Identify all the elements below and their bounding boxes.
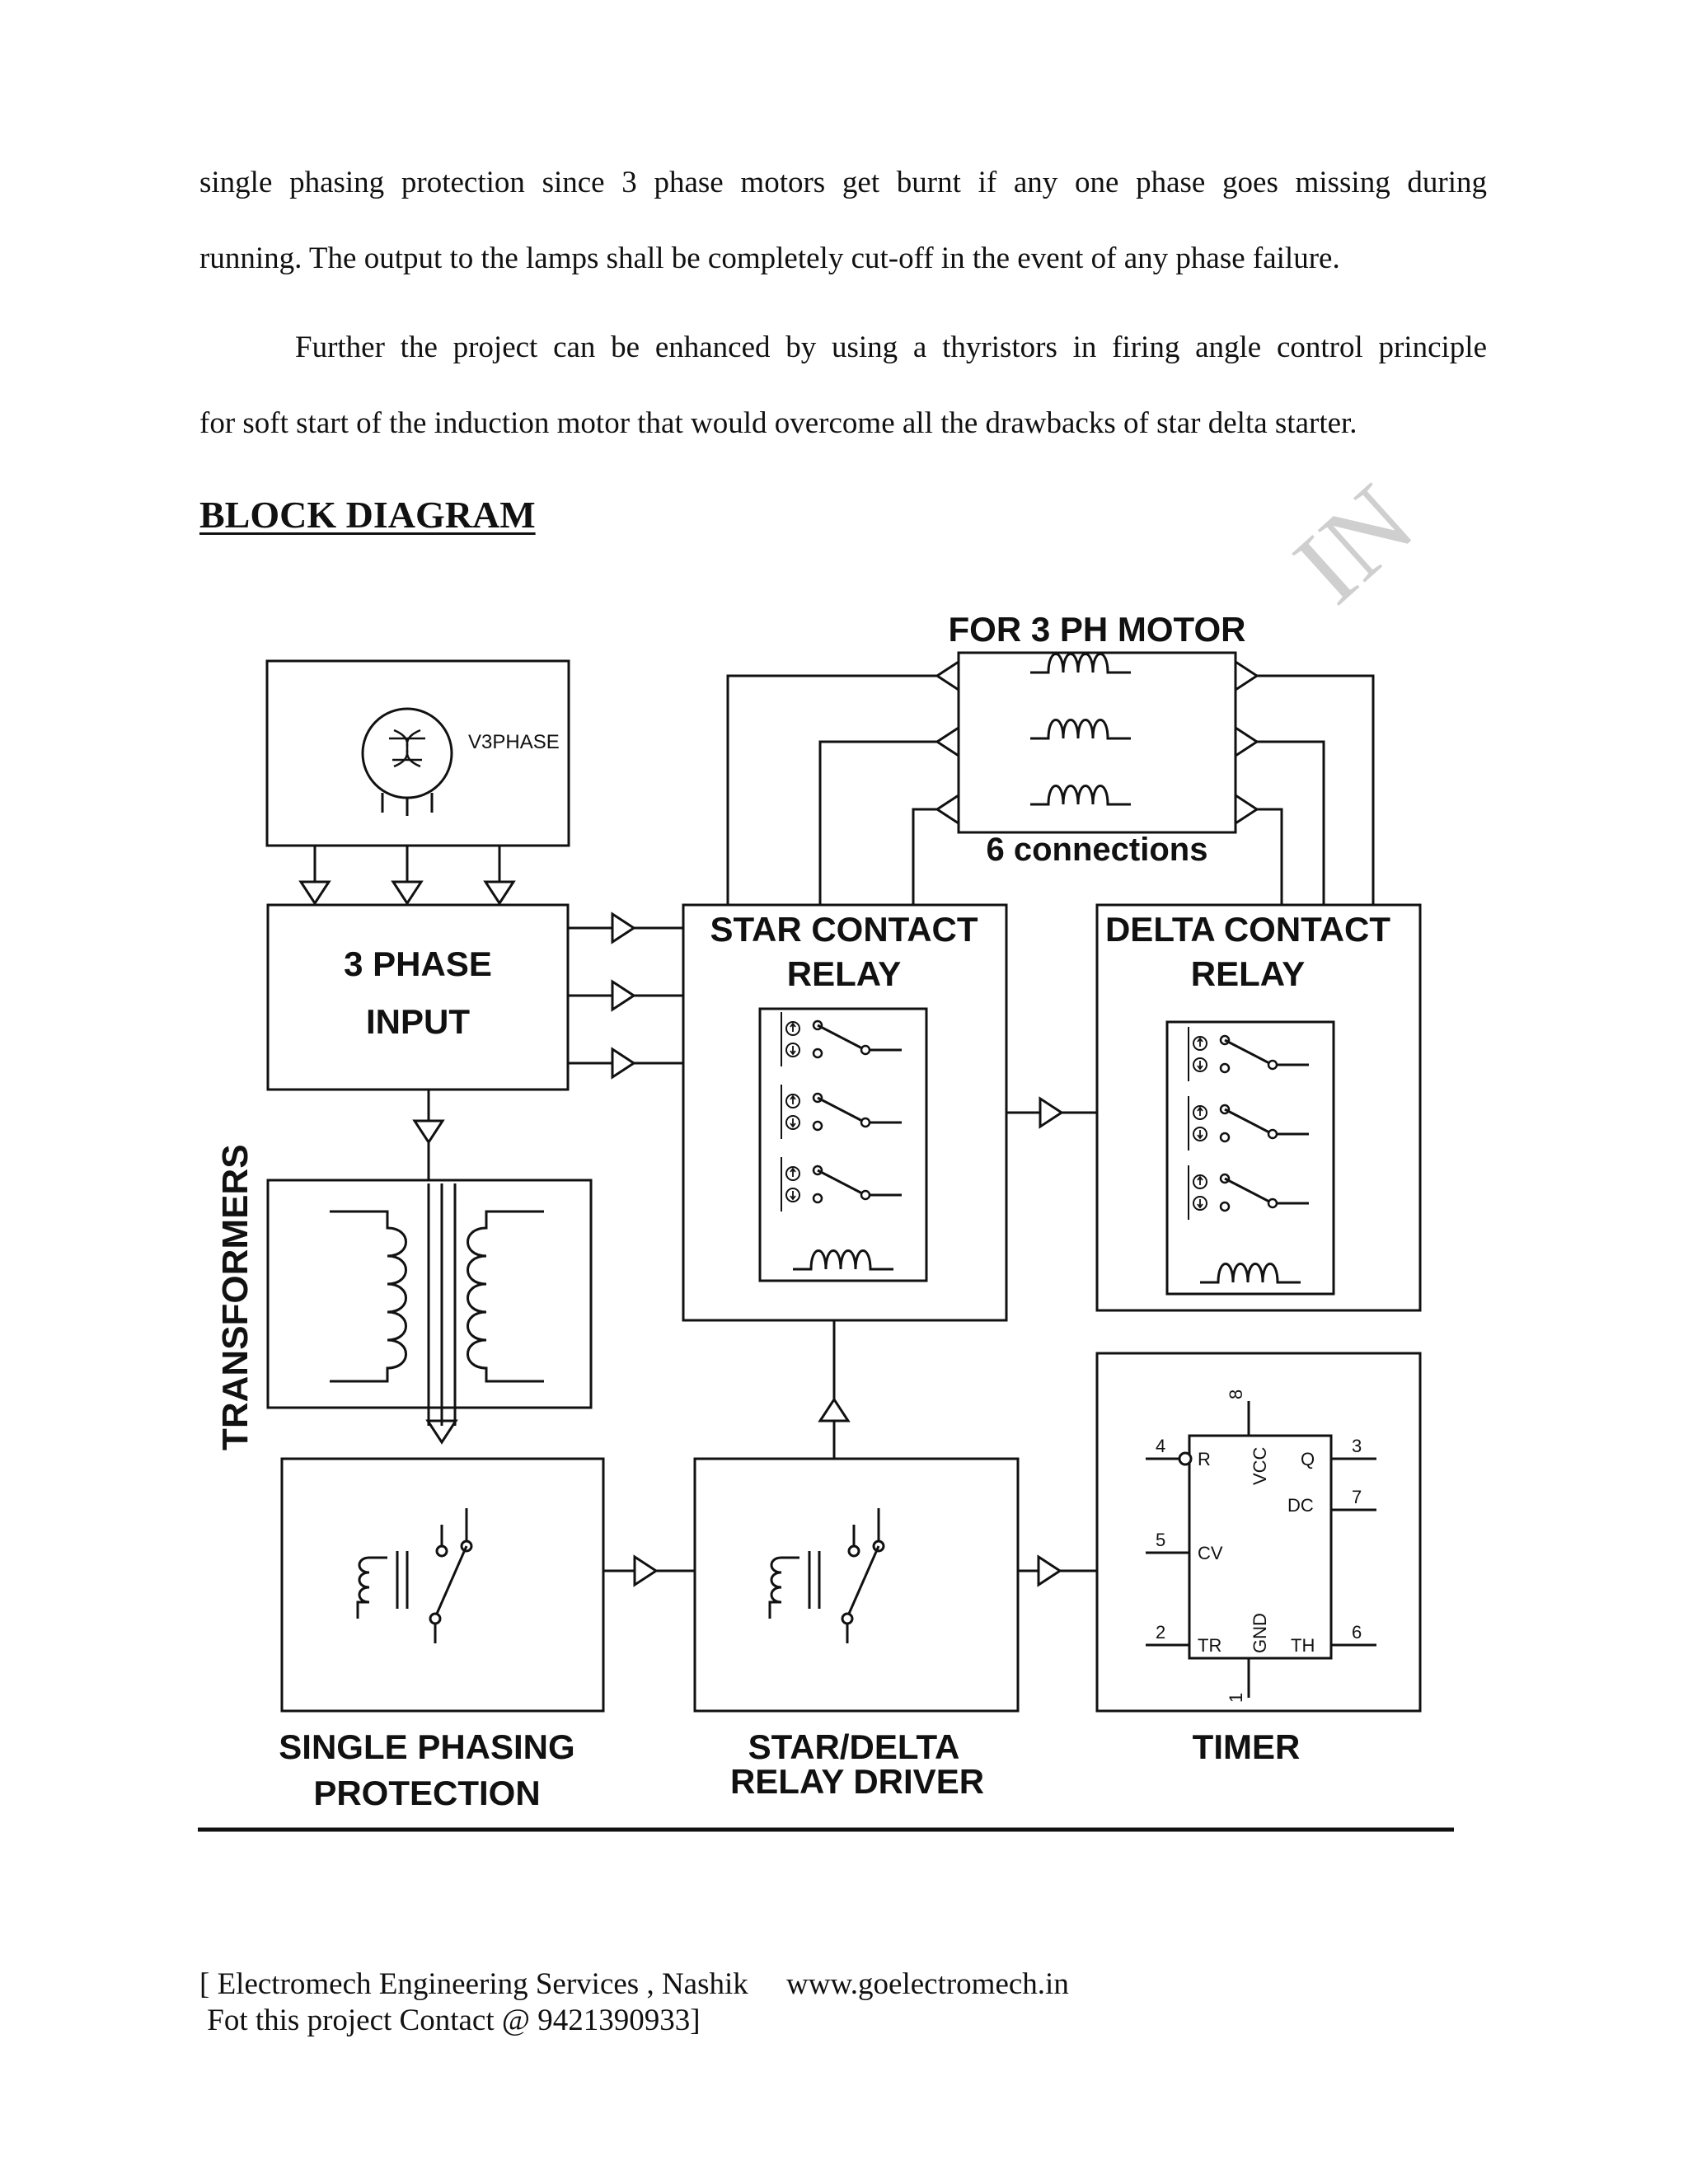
spp-label-line2: PROTECTION [313, 1774, 540, 1812]
input-label-line1: 3 PHASE [344, 944, 492, 983]
relay-driver-relay-icon [768, 1507, 885, 1645]
star-relay-switch-1 [780, 1010, 903, 1068]
star-relay-label-line2: RELAY [787, 954, 902, 993]
motor-windings-icon [1029, 653, 1132, 806]
three-phase-input-box [266, 903, 570, 1091]
timer-pin-num-7: 7 [1352, 1487, 1362, 1507]
timer-pin-cv: CV [1198, 1543, 1223, 1563]
star-relay-switch-2 [780, 1083, 903, 1141]
timer-pin-num-4: 4 [1156, 1436, 1165, 1456]
timer-label: TIMER [1193, 1727, 1301, 1766]
timer-pin-num-6: 6 [1352, 1622, 1362, 1643]
driver-label-line1: STAR/DELTA [748, 1727, 960, 1766]
timer-pin-q: Q [1301, 1449, 1315, 1469]
source-box [265, 659, 570, 847]
timer-box [1095, 1352, 1422, 1713]
timer-pin-th: TH [1291, 1635, 1315, 1656]
motor-subtitle: 6 connections [987, 832, 1208, 868]
delta-relay-label-line1: DELTA CONTACT [1105, 910, 1390, 949]
star-relay-label-line1: STAR CONTACT [710, 910, 978, 949]
motor-title: FOR 3 PH MOTOR [949, 610, 1246, 649]
timer-pin-vcc: VCC [1250, 1446, 1270, 1485]
single-phasing-relay-icon [356, 1507, 473, 1645]
driver-label-line2: RELAY DRIVER [730, 1762, 984, 1801]
paragraph-line-2: running. The output to the lamps shall b… [199, 241, 1340, 275]
timer-pin-num-8: 8 [1226, 1390, 1246, 1399]
spp-label-line1: SINGLE PHASING [279, 1727, 574, 1766]
timer-ic-icon [1188, 1434, 1333, 1660]
footer-line-2: Fot this project Contact @ 9421390933] [199, 2004, 701, 2037]
timer-pin-num-1: 1 [1226, 1693, 1246, 1703]
delta-relay-switch-3 [1187, 1164, 1311, 1221]
timer-pin-gnd: GND [1250, 1613, 1270, 1653]
paragraph-line-1: single phasing protection since 3 phase … [199, 166, 1487, 199]
delta-relay-switch-2 [1187, 1094, 1311, 1152]
timer-pin-num-2: 2 [1156, 1622, 1165, 1643]
timer-pin-num-3: 3 [1352, 1436, 1362, 1456]
paragraph-line-4: for soft start of the induction motor th… [199, 406, 1357, 440]
source-label: V3PHASE [468, 731, 560, 753]
star-delta-relay-driver-box [693, 1457, 1020, 1713]
star-relay-switch-3 [780, 1155, 903, 1213]
timer-pin-dc: DC [1287, 1495, 1314, 1516]
timer-pin-num-5: 5 [1156, 1530, 1165, 1550]
transformers-label: TRANSFORMERS [215, 1144, 256, 1451]
delta-relay-label-line2: RELAY [1191, 954, 1306, 993]
motor-box [957, 651, 1237, 834]
input-label-line2: INPUT [366, 1002, 470, 1041]
delta-relay-switch-1 [1187, 1025, 1311, 1083]
watermark-text: IN [1273, 462, 1436, 626]
paragraph-line-3: Further the project can be enhanced by u… [295, 330, 1487, 364]
transformer-icon [330, 1183, 544, 1426]
single-phasing-protection-box [280, 1457, 605, 1713]
timer-pin-r: R [1198, 1449, 1211, 1469]
delta-contact-relay-box [1095, 903, 1422, 1312]
block-diagram-heading: BLOCK DIAGRAM [199, 494, 536, 536]
three-phase-source-icon [361, 707, 453, 816]
timer-pin-tr: TR [1198, 1635, 1221, 1656]
footer-line-1: [ Electromech Engineering Services , Nas… [199, 1967, 1069, 2001]
